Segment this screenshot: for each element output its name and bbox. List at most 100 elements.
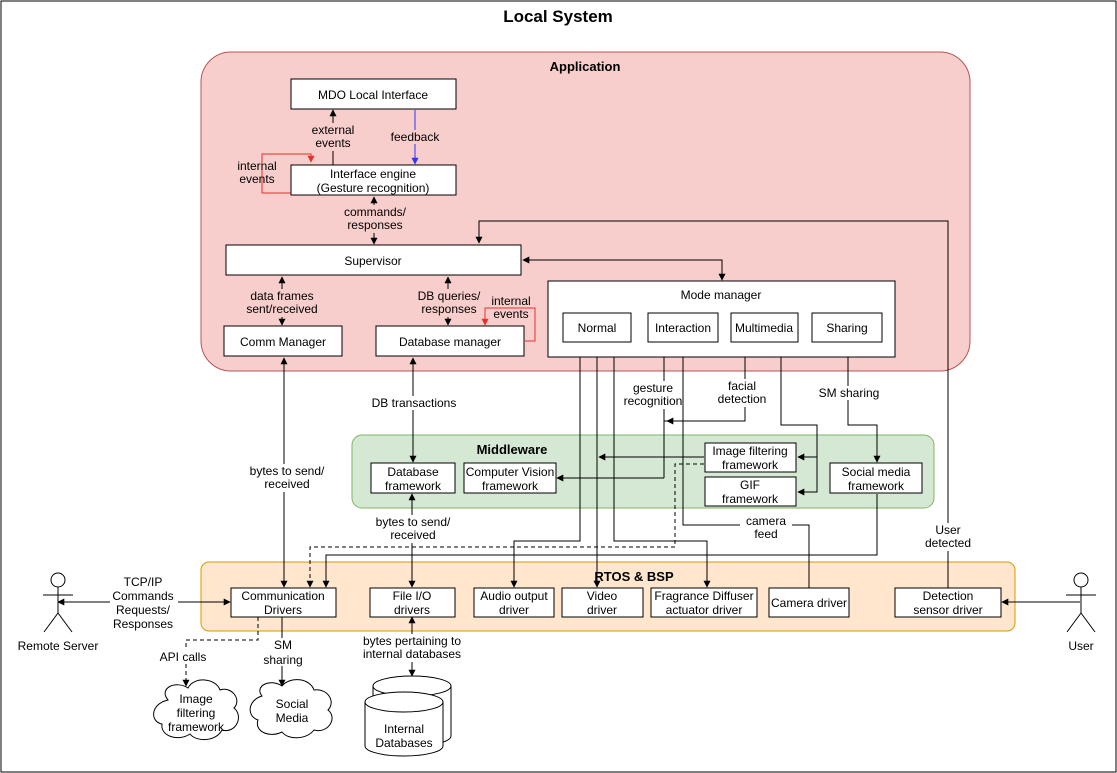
- computer-vision-label-2: framework: [482, 479, 539, 493]
- diagram-title: Local System: [503, 7, 613, 26]
- mode-normal-box: [562, 312, 632, 343]
- video-driver-label-2: driver: [587, 603, 617, 617]
- label-bg: [245, 289, 319, 317]
- image-filtering-label-2: framework: [722, 458, 779, 472]
- mode-multimedia-label: Multimedia: [735, 321, 793, 335]
- bytes-internal-db-label-1: bytes pertaining to: [363, 634, 461, 648]
- camera-driver-box: [768, 587, 850, 618]
- social-media-framework-label-1: Social media: [842, 465, 911, 479]
- db-transactions-label: DB transactions: [372, 396, 457, 410]
- interface-engine-box: [290, 164, 457, 196]
- image-filtering-cloud-label-2: filtering: [177, 706, 216, 720]
- bytes-send-mid-label-2: received: [390, 528, 435, 542]
- tcpip-label-4: Responses: [113, 617, 173, 631]
- audio-output-driver-box: [473, 587, 555, 618]
- sm-sharing-upper-label: SM sharing: [819, 386, 880, 400]
- internal-databases-icon: [364, 675, 452, 757]
- social-media-comm-line: [322, 494, 878, 588]
- data-frames-label-1: data frames: [250, 289, 313, 303]
- file-io-drivers-label-1: File I/O: [393, 589, 432, 603]
- image-filtering-box: [704, 442, 797, 473]
- audio-output-driver-label-1: Audio output: [480, 589, 548, 603]
- label-bg: [372, 396, 456, 410]
- image-filtering-cloud-label-1: Image: [179, 692, 213, 706]
- camera-driver-label: Camera driver: [771, 596, 847, 610]
- interface-engine-label-2: (Gesture recognition): [317, 181, 430, 195]
- database-framework-label-2: framework: [385, 479, 442, 493]
- database-manager-box: [375, 325, 525, 357]
- gif-framework-label-2: framework: [722, 492, 779, 506]
- application-region-label: Application: [550, 59, 621, 74]
- gif-framework-box: [704, 476, 797, 507]
- bytes-send-mid-label-1: bytes to send/: [376, 515, 451, 529]
- comm-manager-label: Comm Manager: [240, 335, 326, 349]
- label-bg: [818, 386, 880, 400]
- normal-audio-line: [510, 343, 581, 588]
- social-media-cloud-label-1: Social: [276, 697, 309, 711]
- label-bg: [922, 523, 974, 551]
- label-bg: [312, 123, 354, 151]
- mode-multimedia-box: [730, 312, 799, 343]
- image-filtering-cloud-icon: [153, 679, 239, 740]
- facial-detection-label-1: facial: [728, 379, 756, 393]
- supervisor-mode-arrow: [522, 256, 726, 281]
- computer-vision-label-1: Computer Vision: [466, 465, 555, 479]
- user-actor-icon: [1066, 572, 1096, 633]
- image-filtering-cloud-label-3: framework: [168, 720, 225, 734]
- external-events-label-2: events: [315, 136, 350, 150]
- mode-interaction-box: [647, 312, 719, 343]
- gesture-recognition-label-1: gesture: [633, 381, 673, 395]
- multimedia-image-line: [780, 343, 818, 461]
- mdo-local-interface-label: MDO Local Interface: [318, 88, 428, 102]
- internal-events-right-label-2: events: [493, 307, 528, 321]
- user-detected-label-2: detected: [925, 536, 971, 550]
- feedback-label: feedback: [391, 130, 441, 144]
- bytes-internal-db-label-2: internal databases: [363, 647, 461, 661]
- bytes-send-left-label-1: bytes to send/: [250, 464, 325, 478]
- internal-databases-label-2: Databases: [375, 736, 432, 750]
- user-detected-label-1: User: [935, 523, 960, 537]
- internal-databases-label-1: Internal: [384, 722, 424, 736]
- fragrance-driver-label-1: Fragrance Diffuser: [654, 589, 753, 603]
- audio-output-driver-label-2: driver: [499, 603, 529, 617]
- database-framework-label-1: Database: [387, 465, 439, 479]
- label-bg: [376, 515, 450, 543]
- label-bg: [344, 205, 406, 233]
- label-bg: [418, 289, 480, 317]
- api-calls-label: API calls: [160, 650, 207, 664]
- label-bg: [390, 130, 440, 144]
- internal-events-left-arrow: [261, 153, 315, 194]
- database-manager-label: Database manager: [399, 335, 501, 349]
- supervisor-label: Supervisor: [344, 254, 401, 268]
- label-bg: [624, 381, 682, 409]
- detection-sensor-driver-label-1: Detection: [923, 589, 974, 603]
- label-bg: [260, 638, 306, 666]
- tcpip-label-1: TCP/IP: [124, 575, 163, 589]
- internal-events-right-label-1: internal: [491, 294, 530, 308]
- communication-drivers-box: [230, 587, 337, 618]
- label-bg: [250, 464, 324, 492]
- fragrance-driver-label-2: actuator driver: [666, 603, 743, 617]
- image-filtering-label-1: Image filtering: [712, 444, 787, 458]
- db-queries-label-1: DB queries/: [418, 289, 481, 303]
- social-media-framework-label-2: framework: [848, 479, 905, 493]
- fragrance-driver-box: [650, 587, 758, 618]
- user-detected-arrow: [475, 220, 949, 588]
- commands-responses-label-2: responses: [347, 218, 402, 232]
- label-bg: [740, 515, 792, 543]
- file-io-drivers-box: [369, 587, 456, 618]
- mode-interaction-label: Interaction: [655, 321, 711, 335]
- api-calls-dashed: [182, 617, 259, 687]
- detection-sensor-driver-label-2: sensor driver: [913, 603, 982, 617]
- remote-server-label: Remote Server: [18, 639, 99, 653]
- gesture-recognition-label-2: recognition: [624, 394, 683, 408]
- social-media-cloud-icon: [249, 679, 333, 739]
- internal-events-left-label-1: internal: [237, 159, 276, 173]
- video-driver-box: [561, 587, 644, 618]
- communication-drivers-label-2: Drivers: [264, 603, 302, 617]
- facial-detection-label-2: detection: [718, 392, 767, 406]
- tcpip-label-3: Requests/: [116, 603, 171, 617]
- communication-drivers-label-1: Communication: [241, 589, 324, 603]
